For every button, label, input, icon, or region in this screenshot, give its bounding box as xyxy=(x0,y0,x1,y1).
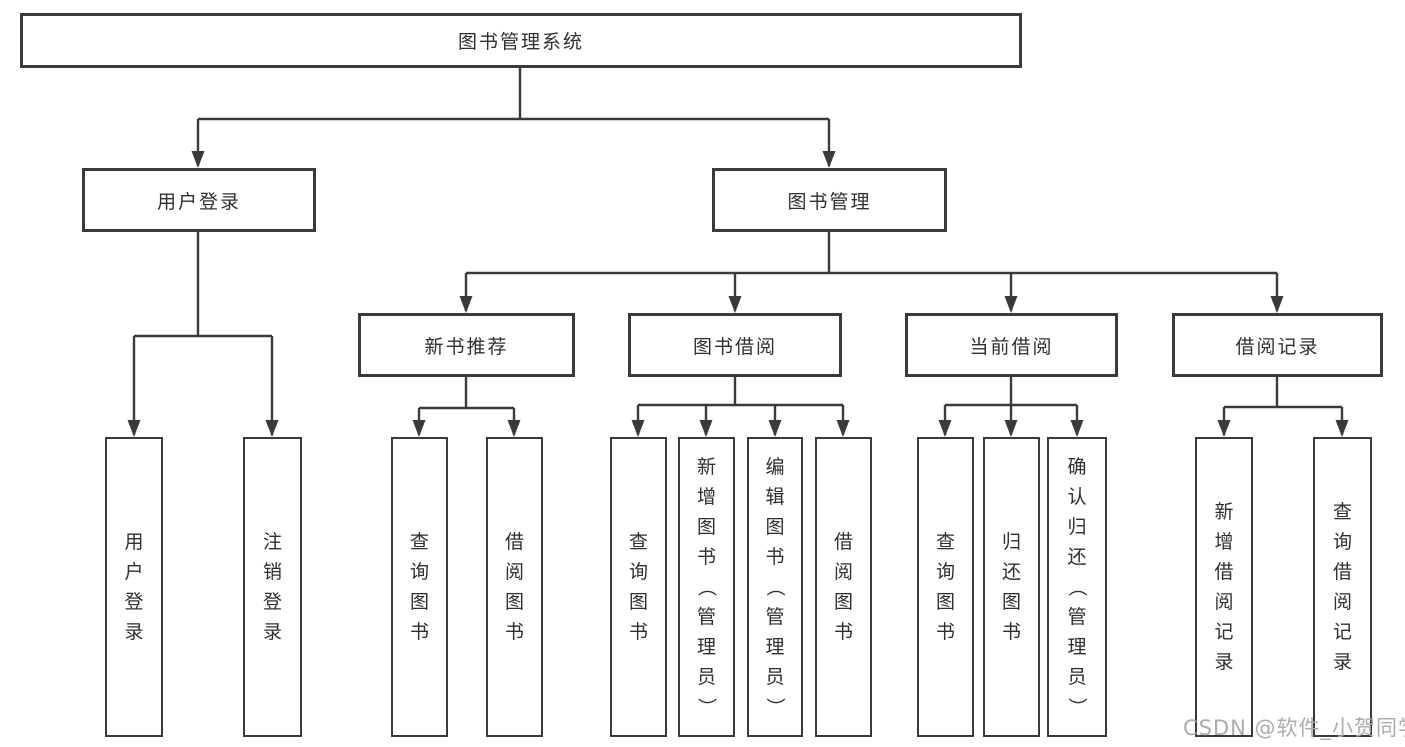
node-leaf-edit-book: 编辑图书（管理员） xyxy=(747,437,803,737)
node-leaf-add-borrow-record: 新增借阅记录 xyxy=(1195,437,1253,737)
node-leaf-logout: 注销登录 xyxy=(243,437,302,737)
node-book-borrow-label: 图书借阅 xyxy=(692,335,777,358)
node-leaf-borrow-book-2: 借阅图书 xyxy=(815,437,872,737)
node-leaf-query-borrow-record: 查询借阅记录 xyxy=(1313,437,1372,737)
node-borrow-records-label: 借阅记录 xyxy=(1235,335,1320,358)
node-user-login: 用户登录 xyxy=(82,168,316,232)
node-leaf-borrow-book-2-label: 借阅图书 xyxy=(833,531,853,643)
node-user-login-label: 用户登录 xyxy=(156,190,241,213)
node-root-label: 图书管理系统 xyxy=(457,31,584,53)
node-current-borrow-label: 当前借阅 xyxy=(969,335,1054,358)
node-leaf-user-login: 用户登录 xyxy=(105,437,163,737)
node-leaf-query-book-2: 查询图书 xyxy=(610,437,667,737)
node-leaf-query-book-2-label: 查询图书 xyxy=(628,531,648,643)
node-leaf-borrow-book-1: 借阅图书 xyxy=(486,437,543,737)
node-leaf-query-book-3-label: 查询图书 xyxy=(935,531,955,643)
node-leaf-user-login-label: 用户登录 xyxy=(124,531,144,643)
csdn-watermark: CSDN @软件_小贺同学 xyxy=(1183,716,1405,740)
node-new-book-rec-label: 新书推荐 xyxy=(424,335,509,358)
node-leaf-query-borrow-record-label: 查询借阅记录 xyxy=(1332,501,1352,673)
node-leaf-query-book-3: 查询图书 xyxy=(917,437,974,737)
node-root: 图书管理系统 xyxy=(20,13,1022,68)
node-leaf-edit-book-label: 编辑图书（管理员） xyxy=(764,456,786,717)
node-leaf-return-book: 归还图书 xyxy=(983,437,1040,737)
node-leaf-confirm-return-label: 确认归还（管理员） xyxy=(1066,456,1088,717)
node-leaf-query-book-1-label: 查询图书 xyxy=(409,531,429,643)
node-book-mgmt: 图书管理 xyxy=(712,168,947,232)
node-leaf-query-book-1: 查询图书 xyxy=(391,437,448,737)
node-leaf-confirm-return: 确认归还（管理员） xyxy=(1047,437,1107,737)
node-borrow-records: 借阅记录 xyxy=(1172,313,1383,377)
node-leaf-add-book: 新增图书（管理员） xyxy=(678,437,735,737)
node-current-borrow: 当前借阅 xyxy=(905,313,1118,377)
node-book-borrow: 图书借阅 xyxy=(628,313,842,377)
node-new-book-rec: 新书推荐 xyxy=(358,313,575,377)
node-leaf-borrow-book-1-label: 借阅图书 xyxy=(504,531,524,643)
node-book-mgmt-label: 图书管理 xyxy=(787,190,872,213)
node-leaf-add-borrow-record-label: 新增借阅记录 xyxy=(1214,501,1234,673)
node-leaf-return-book-label: 归还图书 xyxy=(1001,531,1021,643)
node-leaf-logout-label: 注销登录 xyxy=(262,531,282,643)
node-leaf-add-book-label: 新增图书（管理员） xyxy=(695,456,718,717)
